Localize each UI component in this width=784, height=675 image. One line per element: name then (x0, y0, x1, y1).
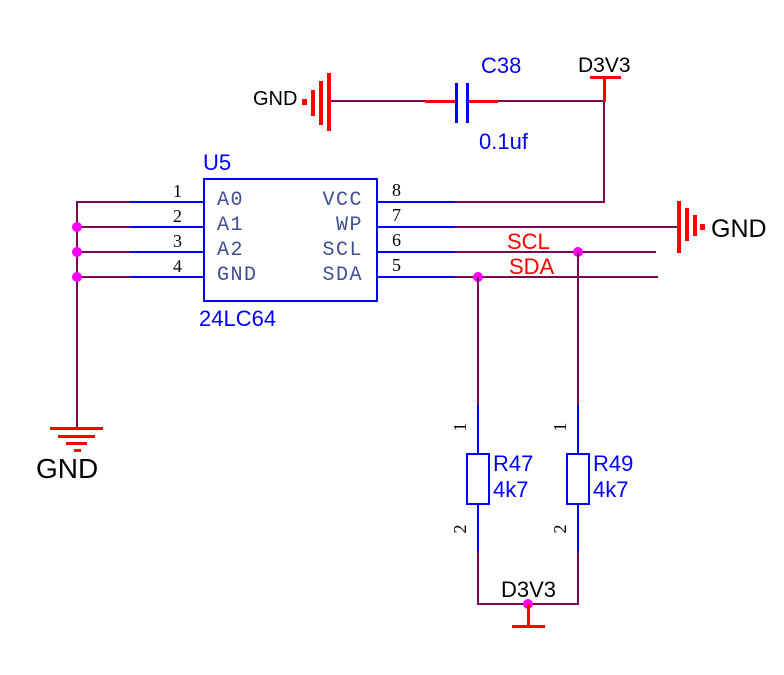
wire-cap-to-d3v3[interactable] (498, 100, 605, 102)
wire-left-bus[interactable] (76, 201, 78, 428)
r47-value[interactable]: 4k7 (493, 477, 529, 502)
wire-pin3-left[interactable] (77, 251, 130, 253)
r49-pin2-stub[interactable] (577, 505, 579, 552)
wire-sda-pullup[interactable] (477, 277, 479, 405)
pin-number-6: 6 (392, 230, 401, 250)
cap-left-lead[interactable] (425, 100, 456, 103)
wire-scl-pullup[interactable] (577, 252, 579, 405)
pin-name-sda: SDA (322, 264, 363, 287)
pin-name-gnd: GND (217, 264, 258, 287)
pin-name-vcc: VCC (322, 189, 363, 212)
wire-pin1-left[interactable] (77, 201, 130, 203)
pin5-stub[interactable] (378, 276, 455, 278)
r49-designator[interactable]: R49 (593, 451, 634, 476)
r49-value[interactable]: 4k7 (593, 477, 629, 502)
wire-vcc-net[interactable] (455, 201, 605, 203)
gnd-label-top-left: GND (253, 88, 298, 110)
r47-pin2-number: 2 (450, 524, 470, 534)
capacitor-value[interactable]: 0.1uf (479, 129, 528, 154)
net-label-sda[interactable]: SDA (509, 254, 555, 279)
r47-pin1-stub[interactable] (477, 405, 479, 453)
resistor-r47-body[interactable] (466, 453, 490, 505)
pin-name-a2: A2 (217, 239, 245, 262)
pin-number-5: 5 (392, 255, 401, 275)
wire-wp-to-gnd[interactable] (455, 226, 679, 228)
r49-pin2-number: 2 (550, 524, 570, 534)
wire-sda-net[interactable] (455, 276, 658, 278)
r49-pin1-number: 1 (550, 422, 570, 432)
capacitor-designator[interactable]: C38 (481, 53, 522, 78)
wire-d3v3-down[interactable] (603, 101, 605, 203)
ic-body[interactable] (203, 178, 378, 302)
r47-designator[interactable]: R47 (493, 451, 534, 476)
d3v3-label-bottom: D3V3 (501, 577, 557, 602)
wire-r47-bottom[interactable] (477, 552, 479, 605)
r47-pin2-stub[interactable] (477, 505, 479, 552)
pin-number-4: 4 (173, 256, 182, 276)
gnd-label-bottom-left: GND (36, 453, 99, 484)
r49-pin1-stub[interactable] (577, 405, 579, 453)
wire-gnd-to-cap[interactable] (331, 100, 426, 102)
wire-pin4-left[interactable] (77, 276, 130, 278)
junction-dot[interactable] (72, 247, 82, 257)
pin8-stub[interactable] (378, 201, 455, 203)
pin7-stub[interactable] (378, 226, 455, 228)
pin-number-3: 3 (173, 231, 182, 251)
wire-r49-bottom[interactable] (577, 552, 579, 605)
pin-number-1: 1 (173, 181, 182, 201)
wire-scl-net[interactable] (455, 251, 656, 253)
pin-name-wp: WP (335, 214, 363, 237)
ic-designator[interactable]: U5 (203, 150, 232, 175)
pin-name-a1: A1 (217, 214, 245, 237)
pin6-stub[interactable] (378, 251, 455, 253)
cap-right-lead[interactable] (469, 100, 498, 103)
pin-number-8: 8 (392, 180, 401, 200)
resistor-r49-body[interactable] (566, 453, 590, 505)
ic-part-number[interactable]: 24LC64 (199, 306, 277, 331)
junction-dot[interactable] (72, 272, 82, 282)
d3v3-label-top: D3V3 (578, 54, 631, 77)
pin4-stub[interactable] (130, 276, 203, 278)
pin-number-2: 2 (173, 206, 182, 226)
pin1-stub[interactable] (130, 201, 203, 203)
wire-pin2-left[interactable] (77, 226, 130, 228)
pin-name-a0: A0 (217, 189, 245, 212)
junction-dot[interactable] (72, 222, 82, 232)
pin-number-7: 7 (392, 205, 401, 225)
pin-name-scl: SCL (322, 239, 363, 262)
pin2-stub[interactable] (130, 226, 203, 228)
gnd-label-right: GND (711, 215, 767, 243)
r47-pin1-number: 1 (450, 422, 470, 432)
pin3-stub[interactable] (130, 251, 203, 253)
net-label-scl[interactable]: SCL (507, 229, 550, 254)
